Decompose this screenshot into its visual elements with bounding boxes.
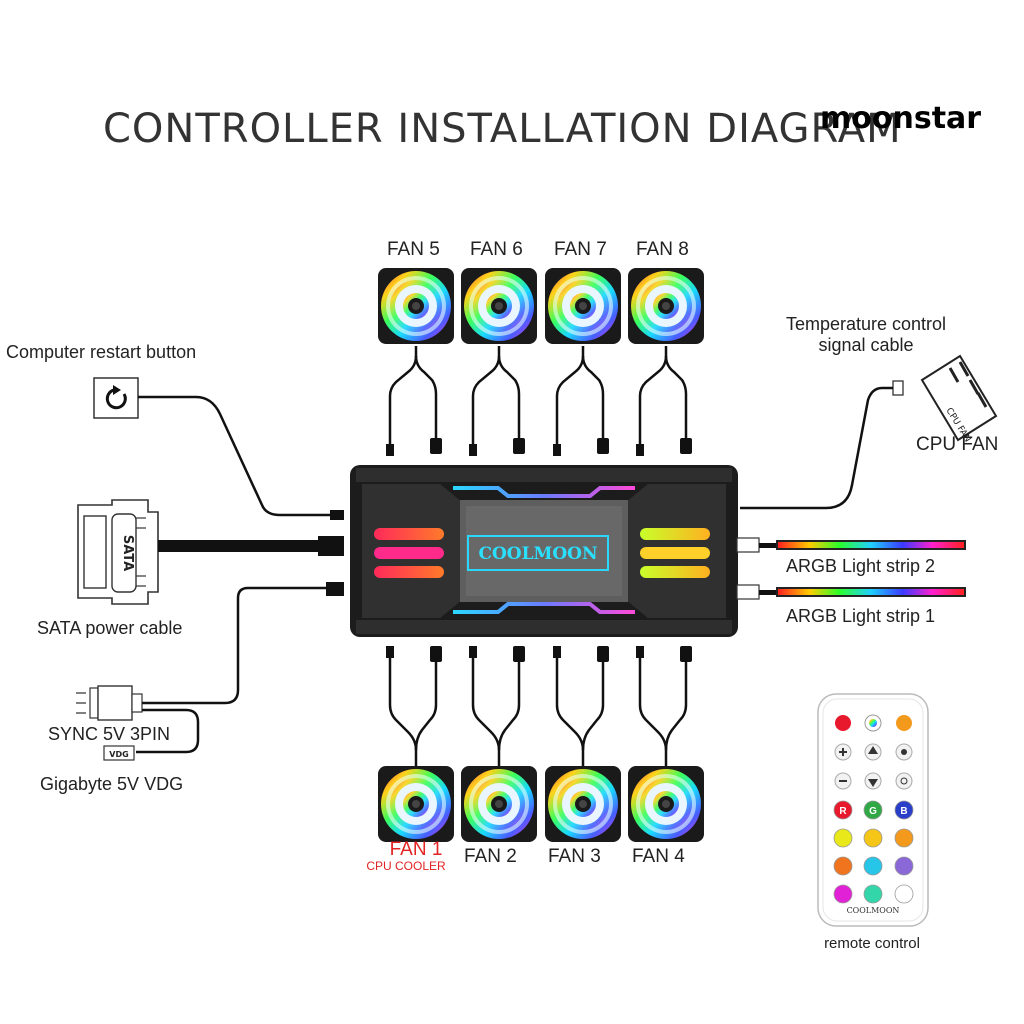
remote-bright-down-icon (900, 777, 908, 785)
vdg-cable (136, 708, 200, 754)
remote-color-button (863, 828, 883, 848)
vdg-label: Gigabyte 5V VDG (40, 774, 183, 794)
remote-function-icon (896, 715, 912, 731)
temp-cable (740, 386, 893, 510)
temp-cable-label-line1: Temperature control (786, 314, 946, 334)
watermark-text: moonstar (820, 101, 981, 136)
remote-color-button (833, 828, 853, 848)
remote-up-icon (868, 746, 878, 754)
fan-5-icon (378, 268, 454, 344)
bottom-fans: FAN 1 CPU COOLER FAN 2 FAN 3 FAN 4 (366, 646, 704, 873)
fan-8-icon (628, 268, 704, 344)
remote-control: R G B COOLMOON (817, 693, 929, 927)
remote-color-button (833, 800, 853, 820)
fan-6-label: FAN 6 (470, 239, 523, 260)
remote-bright-up-icon (901, 749, 907, 755)
sync-connector (76, 685, 143, 721)
sata-label: SATA power cable (37, 618, 182, 638)
fan-4-label: FAN 4 (632, 846, 685, 867)
right-connections: Temperature control signal cable CPU FAN… (736, 314, 998, 626)
restart-button-label: Computer restart button (6, 342, 196, 362)
sata-plug-text: SATA (120, 535, 135, 571)
fan-3-icon (545, 766, 621, 842)
cpu-fan-label: CPU FAN (916, 434, 998, 455)
remote-color-button (894, 884, 914, 904)
fan-7-label: FAN 7 (554, 239, 607, 260)
remote-control-label: remote control (824, 935, 920, 952)
remote-down-icon (868, 779, 878, 787)
remote-color-button (833, 856, 853, 876)
cpu-fan-header: CPU FAN (920, 354, 998, 444)
vdg-plug-text: VDG (109, 750, 128, 759)
fan-7-icon (545, 268, 621, 344)
remote-color-button (863, 800, 883, 820)
remote-color-button (894, 828, 914, 848)
argb-strip-1-label: ARGB Light strip 1 (786, 606, 935, 626)
argb-strip-2-label: ARGB Light strip 2 (786, 556, 935, 576)
sync-label: SYNC 5V 3PIN (48, 724, 170, 744)
restart-cable (138, 395, 330, 517)
top-fans: FAN 5 FAN 6 FAN 7 FAN 8 (378, 239, 704, 456)
remote-color-button (863, 856, 883, 876)
fan-1-icon (378, 766, 454, 842)
temp-cable-label-line2: signal cable (818, 335, 913, 355)
top-fan-cables (388, 346, 688, 445)
fan-3-label: FAN 3 (548, 846, 601, 867)
top-fan-connectors (386, 438, 692, 456)
remote-minus-icon (839, 780, 847, 782)
left-connections: Computer restart button SATA SATA power … (6, 342, 330, 794)
remote-color-letter: G (869, 806, 877, 817)
remote-color-button (833, 884, 853, 904)
remote-color-button (863, 884, 883, 904)
remote-color-button (894, 856, 914, 876)
sata-connector: SATA (77, 499, 159, 605)
remote-color-letter: R (839, 806, 847, 817)
restart-icon (113, 385, 121, 395)
restart-button (93, 377, 139, 419)
fan-5-label: FAN 5 (387, 239, 440, 260)
sata-cable (158, 540, 318, 552)
fan-2-icon (461, 766, 537, 842)
remote-color-button (894, 800, 914, 820)
remote-power-icon (835, 715, 851, 731)
bottom-fan-connectors (386, 646, 692, 662)
bottom-fan-cables (388, 658, 688, 766)
controller-hub: COOLMOON (318, 465, 738, 637)
fan-8-label: FAN 8 (636, 239, 689, 260)
fan-1-sublabel: CPU COOLER (366, 859, 446, 873)
sync-cable (142, 586, 326, 705)
remote-color-letter: B (900, 806, 907, 817)
argb-strip-1 (736, 584, 966, 600)
temp-cable-plug (892, 380, 904, 396)
argb-strip-2 (736, 537, 966, 553)
fan-6-icon (461, 268, 537, 344)
remote-brand: COOLMOON (847, 906, 900, 915)
controller-logo: COOLMOON (478, 544, 597, 564)
fan-4-icon (628, 766, 704, 842)
fan-2-label: FAN 2 (464, 846, 517, 867)
fan-1-label: FAN 1 (390, 839, 443, 860)
diagram-title: CONTROLLER INSTALLATION DIAGRAM (103, 106, 902, 152)
vdg-connector: VDG (103, 745, 135, 761)
